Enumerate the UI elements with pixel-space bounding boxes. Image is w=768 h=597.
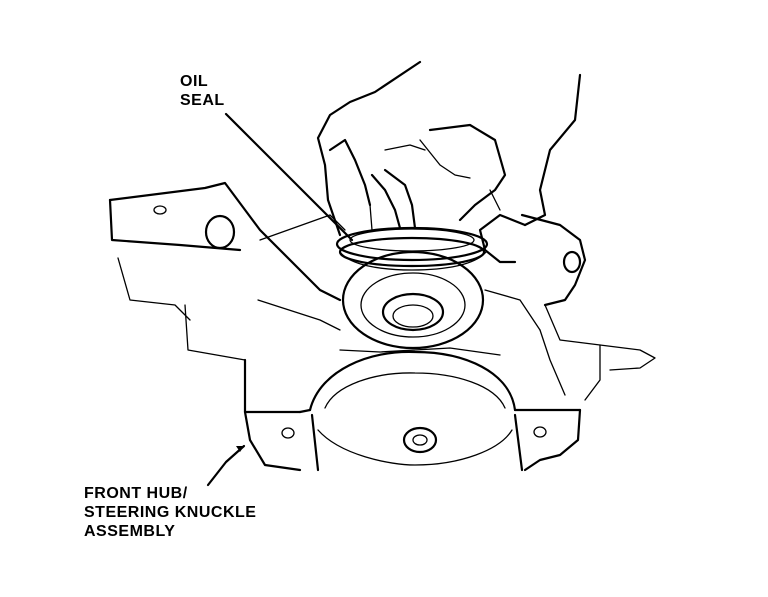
hub-leader-arrow: [236, 446, 244, 452]
oil-seal-leader: [224, 112, 354, 242]
steering-knuckle: [108, 181, 656, 472]
oil-seal-ring: [335, 226, 489, 271]
hub-leader: [206, 444, 246, 487]
front-hub-label: FRONT HUB/ STEERING KNUCKLE ASSEMBLY: [84, 484, 256, 541]
front-hub-label-line-3: ASSEMBLY: [84, 523, 176, 540]
callout-leaders: [206, 112, 354, 487]
oil-seal-label: OIL SEAL: [180, 72, 225, 110]
technician-hands: [316, 60, 582, 264]
front-hub-label-line-2: STEERING KNUCKLE: [84, 504, 257, 521]
front-hub-label-line-1: FRONT HUB/: [84, 485, 188, 502]
oil-seal-label-line-1: OIL: [180, 73, 209, 90]
oil-seal-label-line-2: SEAL: [180, 92, 225, 109]
